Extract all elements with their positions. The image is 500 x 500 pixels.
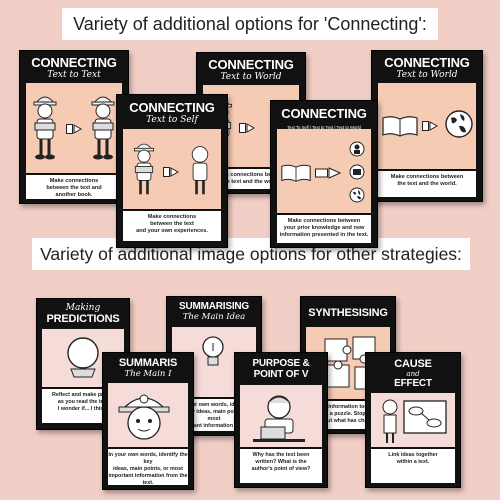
globe-icon (349, 187, 365, 203)
poster-connecting-text-to-world-book: CONNECTING Text to World Make connection… (371, 50, 483, 202)
poster-title: CONNECTING (208, 57, 294, 72)
poster-title: CONNECTING (31, 55, 117, 70)
poster-title: CAUSE (394, 358, 432, 370)
arrow-right-icon (315, 167, 341, 179)
bottom-heading: Variety of additional image options for … (40, 244, 462, 264)
poster-title: PURPOSE & (252, 358, 310, 369)
kid-thinking-icon (191, 146, 209, 195)
poster-caption: Make connections between the text and yo… (123, 211, 221, 241)
poster-title: CONNECTING (129, 100, 215, 115)
kid-reading-icon (33, 96, 57, 160)
poster-caption: Make connections between your prior know… (277, 215, 371, 243)
top-heading-banner: Variety of additional options for 'Conne… (62, 8, 438, 40)
poster-header: CONNECTING Text To Self | Text to Text |… (271, 106, 377, 130)
poster-header: Making PREDICTIONS (37, 303, 129, 325)
poster-header: SYNTHESISING (301, 307, 395, 319)
poster-subtitle: Text to Self (146, 115, 198, 125)
poster-title: CONNECTING (281, 106, 367, 121)
globe-icon (445, 110, 473, 138)
poster-purpose-point-of-view: PURPOSE & POINT OF V Why has the text be… (234, 352, 328, 488)
arrow-right-icon (66, 124, 82, 134)
poster-header: CAUSE and EFFECT (366, 358, 460, 389)
kid-reading-icon (134, 143, 154, 195)
poster-title: PREDICTIONS (46, 313, 120, 325)
open-book-icon (281, 164, 311, 182)
poster-title-line2: EFFECT (394, 378, 432, 389)
poster-summarising-front: SUMMARIS The Main I In your own words, i… (102, 352, 194, 490)
poster-title: SUMMARISING (178, 301, 250, 312)
kid-with-lightbulb-cap-icon (118, 394, 170, 440)
teacher-at-board-icon (382, 399, 447, 443)
poster-header: CONNECTING Text to Text (20, 55, 128, 80)
arrow-right-icon (239, 123, 255, 133)
kid-at-laptop-icon (253, 395, 305, 442)
poster-subtitle: Text to Text (47, 70, 101, 80)
lightbulb-icon (202, 336, 224, 366)
poster-subtitle: Making (65, 303, 101, 313)
kid-icon (349, 141, 365, 157)
poster-header: CONNECTING Text to World (197, 57, 305, 82)
bottom-heading-banner: Variety of additional image options for … (32, 238, 470, 270)
poster-subtitle: Text to World (220, 72, 282, 82)
poster-caption: Make connections between the text and th… (378, 171, 476, 197)
crystal-ball-icon (67, 337, 99, 378)
top-heading: Variety of additional options for 'Conne… (73, 14, 427, 34)
poster-header: CONNECTING Text to World (372, 55, 482, 80)
poster-title: SUMMARIS (118, 357, 178, 369)
poster-caption: Link ideas together within a text. (371, 449, 455, 483)
poster-title-line2: POINT OF V (253, 369, 309, 380)
arrow-right-icon (163, 167, 179, 177)
poster-subtitle: The Main Idea (182, 312, 246, 322)
poster-header: SUMMARIS The Main I (103, 357, 193, 379)
poster-header: SUMMARISING The Main Idea (167, 301, 261, 322)
poster-caption: Make connections between the text and an… (26, 175, 122, 199)
poster-tagline: Text To Self | Text to Text | Text to Wo… (287, 125, 361, 130)
poster-connector-text: and (406, 370, 420, 378)
poster-title: CONNECTING (384, 55, 470, 70)
poster-caption: Why has the text been written? What is t… (240, 449, 322, 483)
poster-header: PURPOSE & POINT OF V (235, 358, 327, 380)
open-book-icon (382, 116, 418, 137)
poster-subtitle: Text to World (396, 70, 458, 80)
book-icon (349, 164, 365, 180)
poster-subtitle: The Main I (124, 369, 172, 379)
poster-connecting-combined: CONNECTING Text To Self | Text to Text |… (270, 100, 378, 248)
poster-connecting-text-to-self: CONNECTING Text to Self Make connections… (116, 94, 228, 248)
poster-cause-and-effect: CAUSE and EFFECT Link ideas together wit… (365, 352, 461, 488)
poster-title: SYNTHESISING (308, 307, 388, 319)
poster-caption: In your own words, identify the key idea… (108, 449, 188, 486)
arrow-right-icon (422, 121, 438, 131)
poster-connecting-text-to-text: CONNECTING Text to Text Make connections… (19, 50, 129, 204)
kid-reading-icon (91, 96, 115, 160)
poster-header: CONNECTING Text to Self (117, 100, 227, 125)
